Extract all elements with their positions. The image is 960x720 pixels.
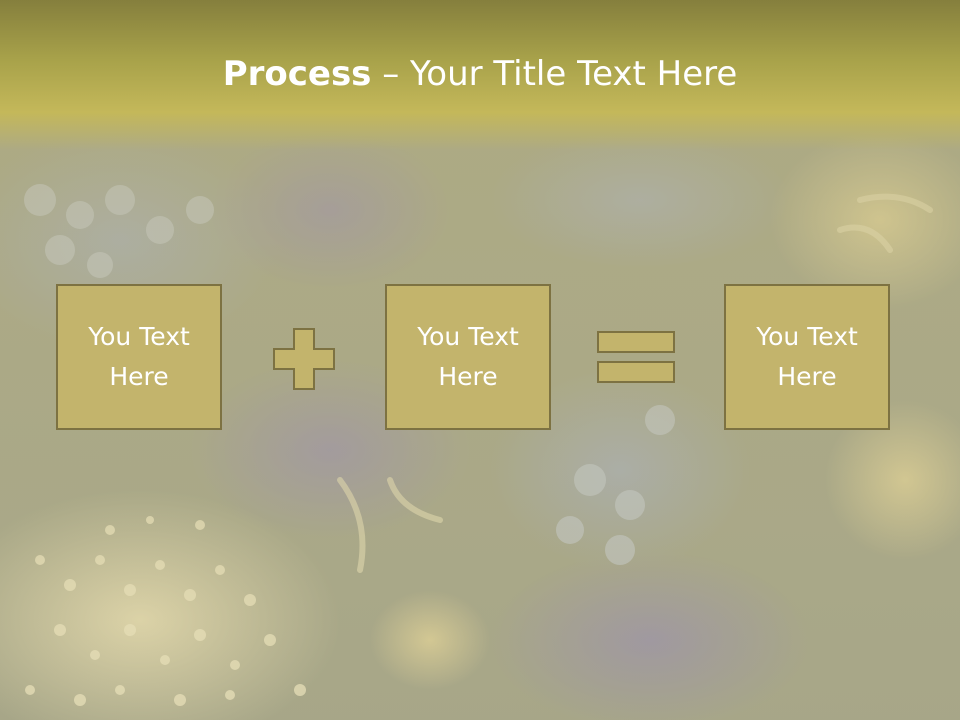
process-box-1-line2: Here xyxy=(109,362,169,391)
plus-icon xyxy=(273,328,335,390)
slide-title: Process – Your Title Text Here xyxy=(0,52,960,96)
process-box-2-line1: You Text xyxy=(417,322,519,351)
title-band xyxy=(0,0,960,150)
equals-icon xyxy=(597,331,675,383)
process-box-2-line2: Here xyxy=(438,362,498,391)
title-bold-text: Process xyxy=(222,54,372,94)
process-box-3-line2: Here xyxy=(777,362,837,391)
process-box-3-line1: You Text xyxy=(756,322,858,351)
title-rest-text: – Your Title Text Here xyxy=(371,54,738,94)
process-box-1-line1: You Text xyxy=(88,322,190,351)
